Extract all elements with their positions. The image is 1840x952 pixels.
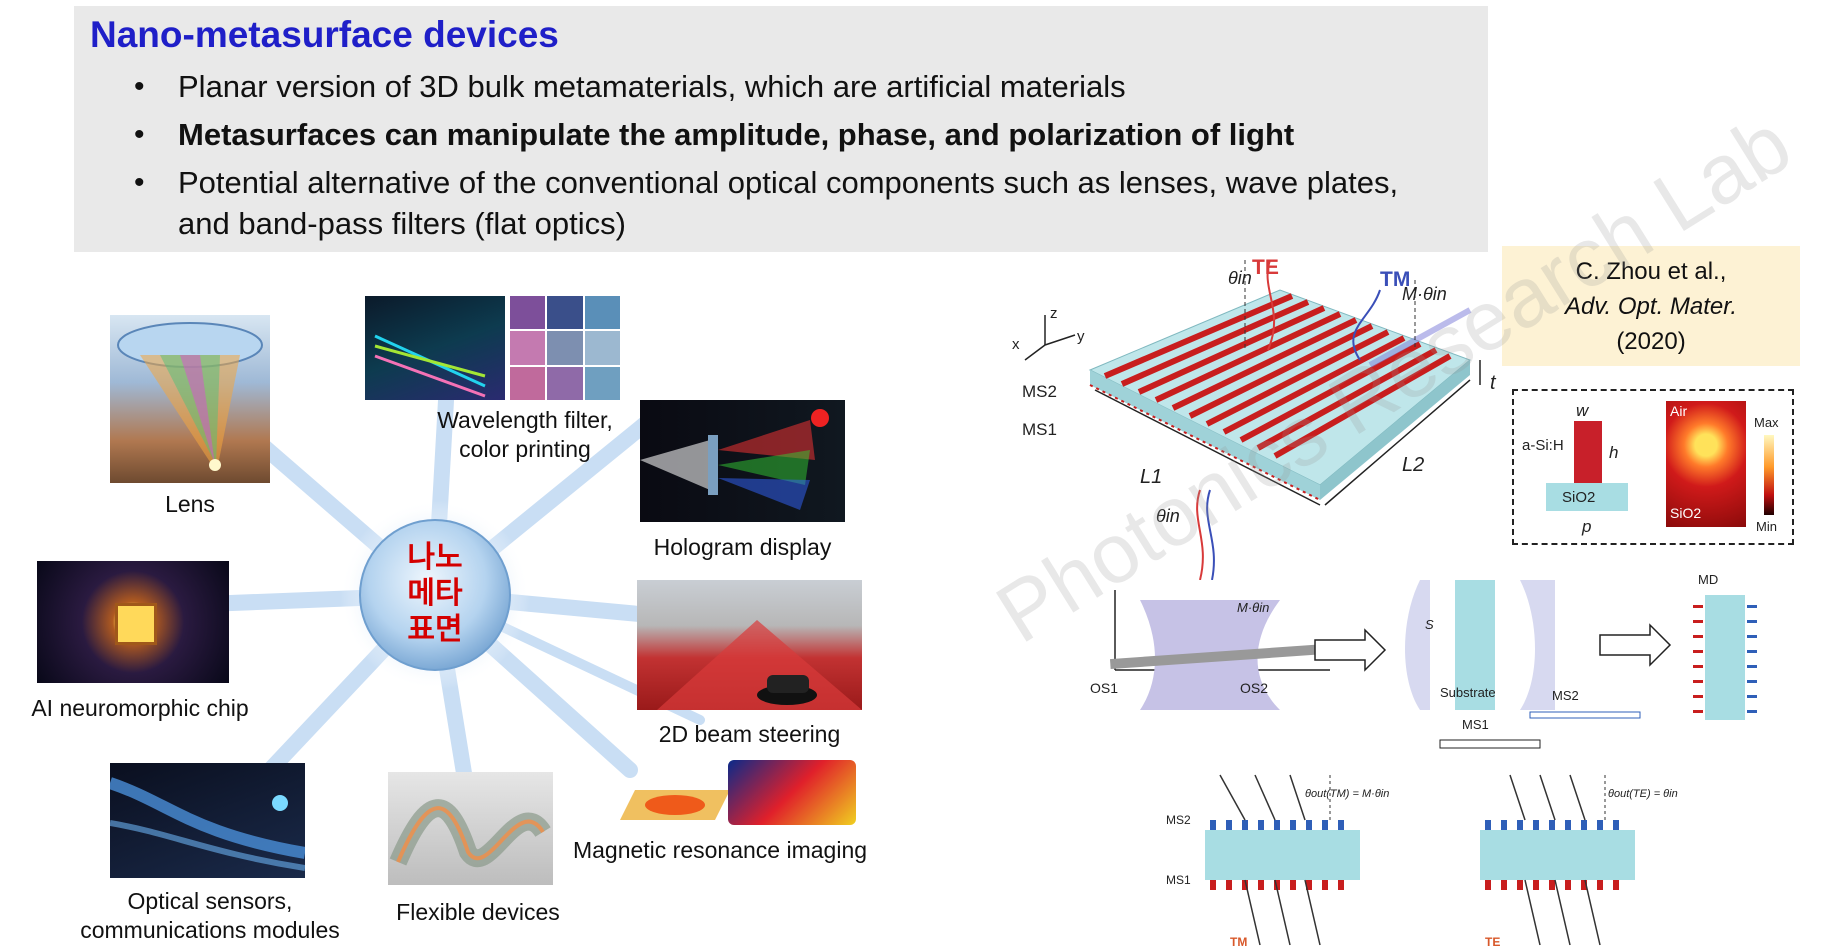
filter-image <box>365 296 505 400</box>
theta-in-label: θin <box>1228 268 1252 288</box>
os1-label: OS1 <box>1090 680 1119 696</box>
axis-x-label: x <box>1012 336 1020 353</box>
ms1-process-label: MS1 <box>1462 717 1489 732</box>
te-label: TE <box>1252 256 1279 279</box>
metasurface-3d-figure <box>1024 259 1481 580</box>
beam-road <box>657 620 862 710</box>
m-theta-label: M·θin <box>1402 284 1447 304</box>
substrate-block <box>1546 483 1628 511</box>
hologram-caption: Hologram display <box>653 534 832 560</box>
min-label: Min <box>1756 519 1777 534</box>
sensor-caption: Optical sensors, communications modules <box>70 887 350 945</box>
hub-circle <box>359 519 511 671</box>
ai-chip-image <box>37 561 229 683</box>
bullet-1: Planar version of 3D bulk metamaterials,… <box>178 69 1126 104</box>
mri-fish-image <box>620 780 730 826</box>
hub-line-2: 메타 <box>407 576 463 611</box>
hub-rays <box>172 322 705 818</box>
page-title: Nano-metasurface devices <box>90 14 559 55</box>
flexible-film <box>389 799 551 868</box>
reference-journal: Adv. Opt. Mater. <box>1564 293 1738 320</box>
field-map: Air SiO2 <box>1666 401 1746 527</box>
l2-label: L2 <box>1402 454 1425 476</box>
theta-te-label: θout(TE) = θin <box>1608 788 1678 800</box>
sio2-map-label: SiO2 <box>1670 505 1702 521</box>
substrate-label: Substrate <box>1440 685 1496 700</box>
hub-line-3: 표면 <box>407 612 463 647</box>
reference-year: (2020) <box>1616 328 1686 355</box>
beam-caption: 2D beam steering <box>658 721 841 747</box>
ms2-stripes <box>1103 293 1452 459</box>
beam-steering-image <box>637 580 862 710</box>
te-bottom-label: TE <box>1485 935 1501 949</box>
tm-bottom-label: TM <box>1230 935 1248 949</box>
asih-label: a-Si:H <box>1522 437 1564 454</box>
reference-box: C. Zhou et al., Adv. Opt. Mater. (2020) <box>1502 246 1800 366</box>
sensor-caption-2: communications modules <box>80 917 340 943</box>
mri-fish <box>620 790 730 820</box>
s-label: S <box>1425 617 1434 632</box>
ms2-process-label: MS2 <box>1552 688 1579 703</box>
lens-illustration <box>117 322 263 471</box>
os2-label: OS2 <box>1240 680 1269 696</box>
sensor-caption-1: Optical sensors, <box>127 888 293 914</box>
axis-y-label: y <box>1077 328 1085 345</box>
l1-label: L1 <box>1140 466 1163 488</box>
reference-authors: C. Zhou et al., <box>1575 258 1727 285</box>
ms2-bottom-label: MS2 <box>1166 813 1191 827</box>
filter-caption-1: Wavelength filter, <box>437 407 613 433</box>
w-label: w <box>1576 401 1589 420</box>
bullet-marker: • <box>134 118 145 151</box>
thickness-label: t <box>1490 372 1496 394</box>
angle-figures <box>1205 774 1635 946</box>
filter-caption: Wavelength filter, color printing <box>420 406 630 464</box>
theta-tm-label: θout(TM) = M·θin <box>1305 788 1390 800</box>
hologram-image <box>640 400 845 522</box>
bullet-3: Potential alternative of the conventiona… <box>178 165 1399 241</box>
max-label: Max <box>1754 415 1779 430</box>
hub-label: 나노 메타 표면 <box>385 540 485 648</box>
axis-z-label: z <box>1050 305 1058 322</box>
lens-image <box>110 315 270 483</box>
unit-cell-inset: w h p a-Si:H SiO2 Air SiO2 Max Min <box>1512 389 1794 545</box>
theta-in-bottom-label: θin <box>1156 506 1180 526</box>
flexible-caption: Flexible devices <box>396 899 560 925</box>
lens-caption: Lens <box>165 491 215 517</box>
color-printing-grid <box>510 296 620 400</box>
hub-line-1: 나노 <box>407 540 463 575</box>
sensor-waveguide <box>110 777 305 871</box>
mri-map-image <box>728 760 856 825</box>
bullet-marker: • <box>134 166 145 199</box>
md-label: MD <box>1698 572 1719 587</box>
pillar <box>1574 421 1602 485</box>
colorbar <box>1764 435 1774 515</box>
ai-chip-caption: AI neuromorphic chip <box>31 695 249 721</box>
filter-caption-2: color printing <box>459 436 591 462</box>
tm-label: TM <box>1380 268 1411 291</box>
flexible-image <box>388 772 553 885</box>
process-figure <box>1109 580 1757 749</box>
ms2-label: MS2 <box>1022 382 1057 401</box>
sio2-label: SiO2 <box>1562 489 1596 506</box>
hologram-beams <box>640 409 829 510</box>
sensor-image <box>110 763 305 878</box>
bullet-2: Metasurfaces can manipulate the amplitud… <box>178 117 1295 152</box>
ms1-label: MS1 <box>1022 420 1057 439</box>
m-theta-os-label: M·θin <box>1237 600 1270 615</box>
filter-beams <box>374 334 486 398</box>
air-label: Air <box>1670 403 1688 419</box>
header-panel <box>74 6 1488 252</box>
ms1-bottom-label: MS1 <box>1166 873 1191 887</box>
h-label: h <box>1609 443 1619 462</box>
mri-caption: Magnetic resonance imaging <box>572 837 868 863</box>
bullet-marker: • <box>134 70 145 103</box>
p-label: p <box>1582 517 1592 536</box>
